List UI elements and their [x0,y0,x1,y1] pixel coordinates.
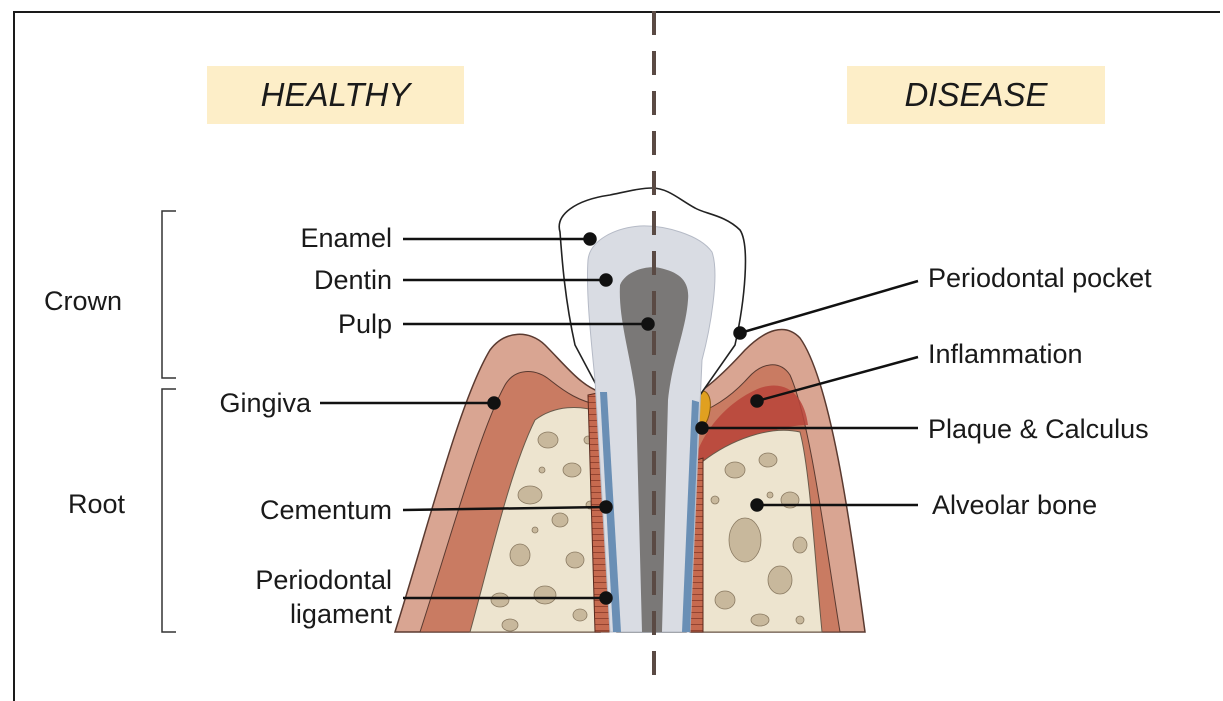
label-alveolar-bone: Alveolar bone [932,490,1097,521]
label-periodontal-pocket: Periodontal pocket [928,263,1152,294]
label-plaque-calculus: Plaque & Calculus [928,414,1149,445]
label-periodontal: Periodontal [255,565,392,596]
root-bracket [162,389,176,632]
crown-bracket [162,211,176,378]
label-root: Root [68,489,125,520]
label-gingiva: Gingiva [219,388,311,419]
label-pulp: Pulp [338,309,392,340]
label-enamel: Enamel [300,223,392,254]
label-cementum: Cementum [260,495,392,526]
label-ligament: ligament [290,599,392,630]
label-dentin: Dentin [314,265,392,296]
label-crown: Crown [44,286,122,317]
label-inflammation: Inflammation [928,339,1083,370]
